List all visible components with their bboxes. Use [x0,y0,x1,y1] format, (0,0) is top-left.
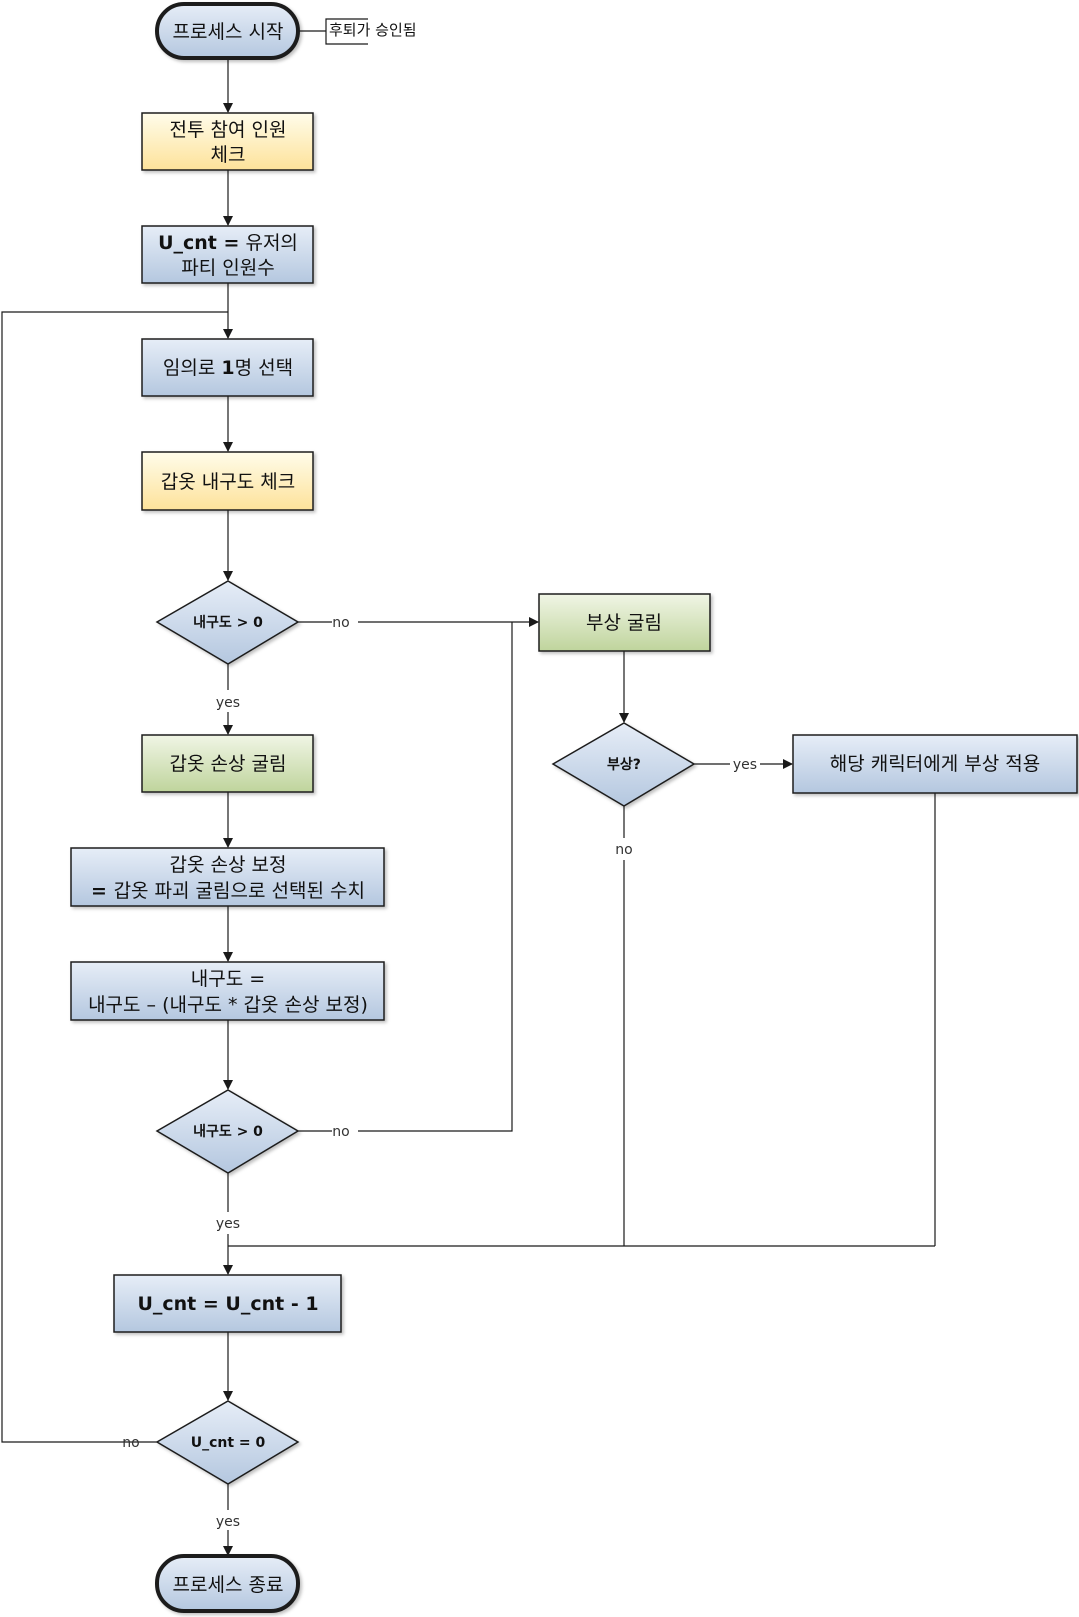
check-members-line1: 전투 참여 인원 [170,119,287,141]
armor-damage-roll-box: 갑옷 손상 굴림 [141,734,314,793]
apply-injury-label: 해당 캐릭터에게 부상 적용 [830,753,1040,775]
damage-correction-line2: = 갑옷 파괴 굴림으로 선택된 수치 [91,880,365,902]
edge-labels: no yes no yes yes no no yes [122,615,757,1530]
edge-label-no: no [332,615,349,631]
edge-label-yes: yes [216,1216,240,1232]
durability-update-line2: 내구도 – (내구도 * 갑옷 손상 보정) [88,994,368,1016]
decision-durability-1-label: 내구도 > 0 [193,615,263,631]
start-label: 프로세스 시작 [173,21,284,43]
durability-update-box: 내구도 = 내구도 – (내구도 * 갑옷 손상 보정) [70,961,385,1021]
damage-correction-box: 갑옷 손상 보정 = 갑옷 파괴 굴림으로 선택된 수치 [70,847,385,907]
decrement-label: U_cnt = U_cnt - 1 [137,1293,318,1315]
note-bracket [325,18,368,45]
decision-durability-2: 내구도 > 0 [155,1089,300,1174]
decision-durability-1: 내구도 > 0 [155,580,300,665]
damage-correction-line1: 갑옷 손상 보정 [170,854,287,876]
decision-count-label: U_cnt = 0 [191,1435,266,1451]
start-note: 후퇴가 승인됨 [329,21,417,39]
decrement-box: U_cnt = U_cnt - 1 [113,1274,342,1333]
decision-count: U_cnt = 0 [155,1400,300,1485]
pick-random-label: 임의로 1명 선택 [163,357,293,379]
armor-check-label: 갑옷 내구도 체크 [161,471,295,493]
damage-correction-eq: = [91,880,114,902]
armor-damage-roll-label: 갑옷 손상 굴림 [170,753,287,775]
pick-random-part2: 1 [221,357,234,379]
set-count-var: U_cnt = [158,232,239,254]
connectors [1,18,936,1556]
decision-injury-label: 부상? [607,757,641,773]
edge-label-yes: yes [216,695,240,711]
decision-injury: 부상? [551,722,696,807]
pick-random-part3: 명 선택 [235,357,293,379]
set-count-box: U_cnt = 유저의 파티 인원수 [141,225,314,284]
set-count-rest: 유저의 [239,232,297,254]
edge-label-yes: yes [733,757,757,773]
set-count-line2: 파티 인원수 [181,257,274,279]
pick-random-box: 임의로 1명 선택 [141,338,314,397]
end-terminator: 프로세스 종료 [155,1554,300,1613]
apply-injury-box: 해당 캐릭터에게 부상 적용 [792,734,1078,794]
set-count-line1: U_cnt = 유저의 [158,232,298,254]
armor-check-box: 갑옷 내구도 체크 [141,451,314,511]
edge-label-no: no [332,1124,349,1140]
end-label: 프로세스 종료 [173,1574,284,1596]
check-members-box: 전투 참여 인원 체크 [141,112,314,171]
durability-update-line1: 내구도 = [191,968,265,990]
injury-roll-label: 부상 굴림 [586,612,662,634]
decision-durability-2-label: 내구도 > 0 [193,1124,263,1140]
pick-random-part1: 임의로 [163,357,221,379]
injury-roll-box: 부상 굴림 [538,593,711,652]
edge-label-yes: yes [216,1514,240,1530]
edge-label-no: no [615,842,632,858]
start-terminator: 프로세스 시작 [155,2,300,60]
check-members-line2: 체크 [211,144,246,166]
edge-label-no: no [122,1435,139,1451]
damage-correction-rest: 갑옷 파괴 굴림으로 선택된 수치 [114,880,365,902]
edge-d2-no-b [358,622,513,1132]
edge-loop-back [1,311,228,1443]
